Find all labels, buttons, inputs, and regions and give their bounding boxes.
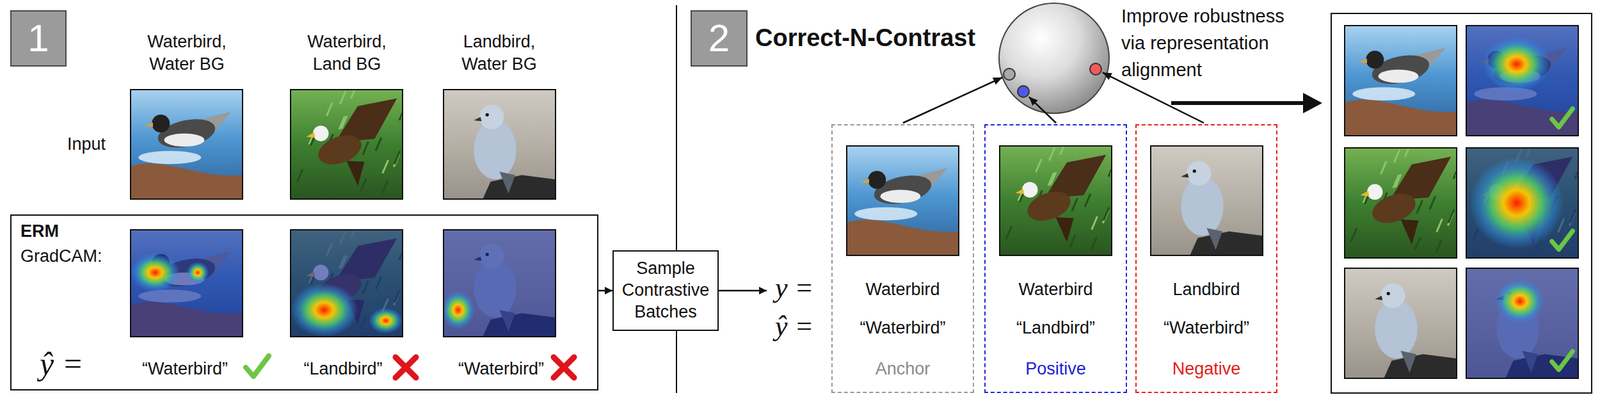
node-text: Waterbird — [1018, 279, 1093, 300]
photo-frame — [999, 145, 1112, 256]
photo-frame — [1466, 25, 1579, 136]
photo-frame — [443, 89, 556, 200]
sample-box: Waterbird “Landbird” Positive — [984, 124, 1128, 393]
node-text: Waterbird — [865, 279, 940, 300]
math-label: y = — [775, 269, 814, 306]
check-mark — [1552, 351, 1573, 370]
node-text: Negative — [1172, 358, 1241, 379]
photo-frame — [130, 229, 243, 337]
sample-box: Waterbird “Waterbird” Anchor — [831, 124, 975, 393]
gradcam-map — [1466, 147, 1579, 258]
photo-frame — [1344, 268, 1457, 379]
panel-title: Correct-N-Contrast — [755, 22, 976, 54]
column-header: Landbird, Water BG — [441, 30, 557, 76]
result-arrowhead — [1303, 92, 1323, 114]
node-text: Anchor — [875, 358, 931, 379]
photo-frame — [1466, 268, 1579, 379]
cross-mark — [553, 357, 575, 378]
gradcam-map — [290, 229, 403, 337]
sample-box: Landbird “Waterbird” Negative — [1135, 124, 1278, 393]
row-label: Input — [67, 133, 106, 156]
process-box: Sample Contrastive Batches — [612, 250, 719, 331]
gradcam-map — [1466, 25, 1579, 136]
bird-photo — [1150, 145, 1263, 256]
bird-photo — [999, 145, 1112, 256]
node-text: “Landbird” — [303, 358, 383, 379]
cross-mark — [395, 357, 416, 378]
photo-frame — [290, 89, 403, 200]
embedding-sphere — [999, 3, 1110, 114]
photo-frame — [1344, 147, 1457, 258]
embedding-dot — [1089, 63, 1102, 75]
note-text: Improve robustness via representation al… — [1121, 2, 1307, 84]
photo-frame — [443, 229, 556, 337]
embedding-dot — [1017, 85, 1030, 98]
node-text: Positive — [1025, 358, 1087, 379]
panel-number: 2 — [690, 10, 748, 67]
node-text: “Landbird” — [1016, 317, 1096, 338]
node-text: 2 — [708, 15, 730, 62]
gradcam-map — [443, 229, 556, 337]
method-box: ERM GradCAM: ŷ = “Waterbird” “Landbird” “Wate… — [10, 214, 599, 391]
flow-arrow — [598, 289, 613, 292]
photo-frame — [846, 145, 959, 256]
column-header: Waterbird, Land BG — [289, 30, 405, 76]
bird-photo — [290, 89, 403, 200]
node-text: ŷ = — [39, 344, 84, 383]
node-text: “Waterbird” — [142, 358, 228, 379]
node-text: 1 — [27, 15, 49, 62]
math-label: ŷ = — [775, 307, 814, 345]
check-mark — [1552, 108, 1573, 128]
node-text: GradCAM: — [20, 245, 103, 267]
gradcam-map — [1466, 268, 1579, 379]
node-text: Landbird — [1172, 279, 1240, 300]
embedding-arrow — [1029, 96, 1056, 123]
embedding-arrow — [1102, 72, 1204, 123]
result-arrow — [1171, 101, 1306, 105]
node-text: ERM — [20, 220, 59, 242]
panel-divider — [675, 5, 678, 393]
column-header: Waterbird, Water BG — [129, 30, 245, 76]
photo-frame — [290, 229, 403, 337]
photo-frame — [130, 89, 243, 200]
check-mark — [245, 355, 269, 377]
embedding-dot — [1003, 68, 1016, 80]
bird-photo — [1344, 25, 1457, 136]
photo-frame — [1466, 147, 1579, 258]
node-text: Sample Contrastive Batches — [618, 257, 713, 323]
photo-frame — [1150, 145, 1263, 256]
batch-arrow — [718, 289, 767, 292]
node-text: “Waterbird” — [458, 358, 544, 379]
bird-photo — [130, 89, 243, 200]
bird-photo — [1344, 147, 1457, 258]
panel-number: 1 — [10, 10, 67, 67]
result-panel — [1331, 13, 1592, 393]
node-text: “Waterbird” — [859, 317, 946, 338]
bird-photo — [846, 145, 959, 256]
bird-photo — [443, 89, 556, 200]
embedding-arrow — [903, 77, 1003, 123]
photo-frame — [1344, 25, 1457, 136]
node-text: “Waterbird” — [1163, 317, 1250, 338]
check-mark — [1552, 231, 1573, 250]
bird-photo — [1344, 268, 1457, 379]
gradcam-map — [130, 229, 243, 337]
